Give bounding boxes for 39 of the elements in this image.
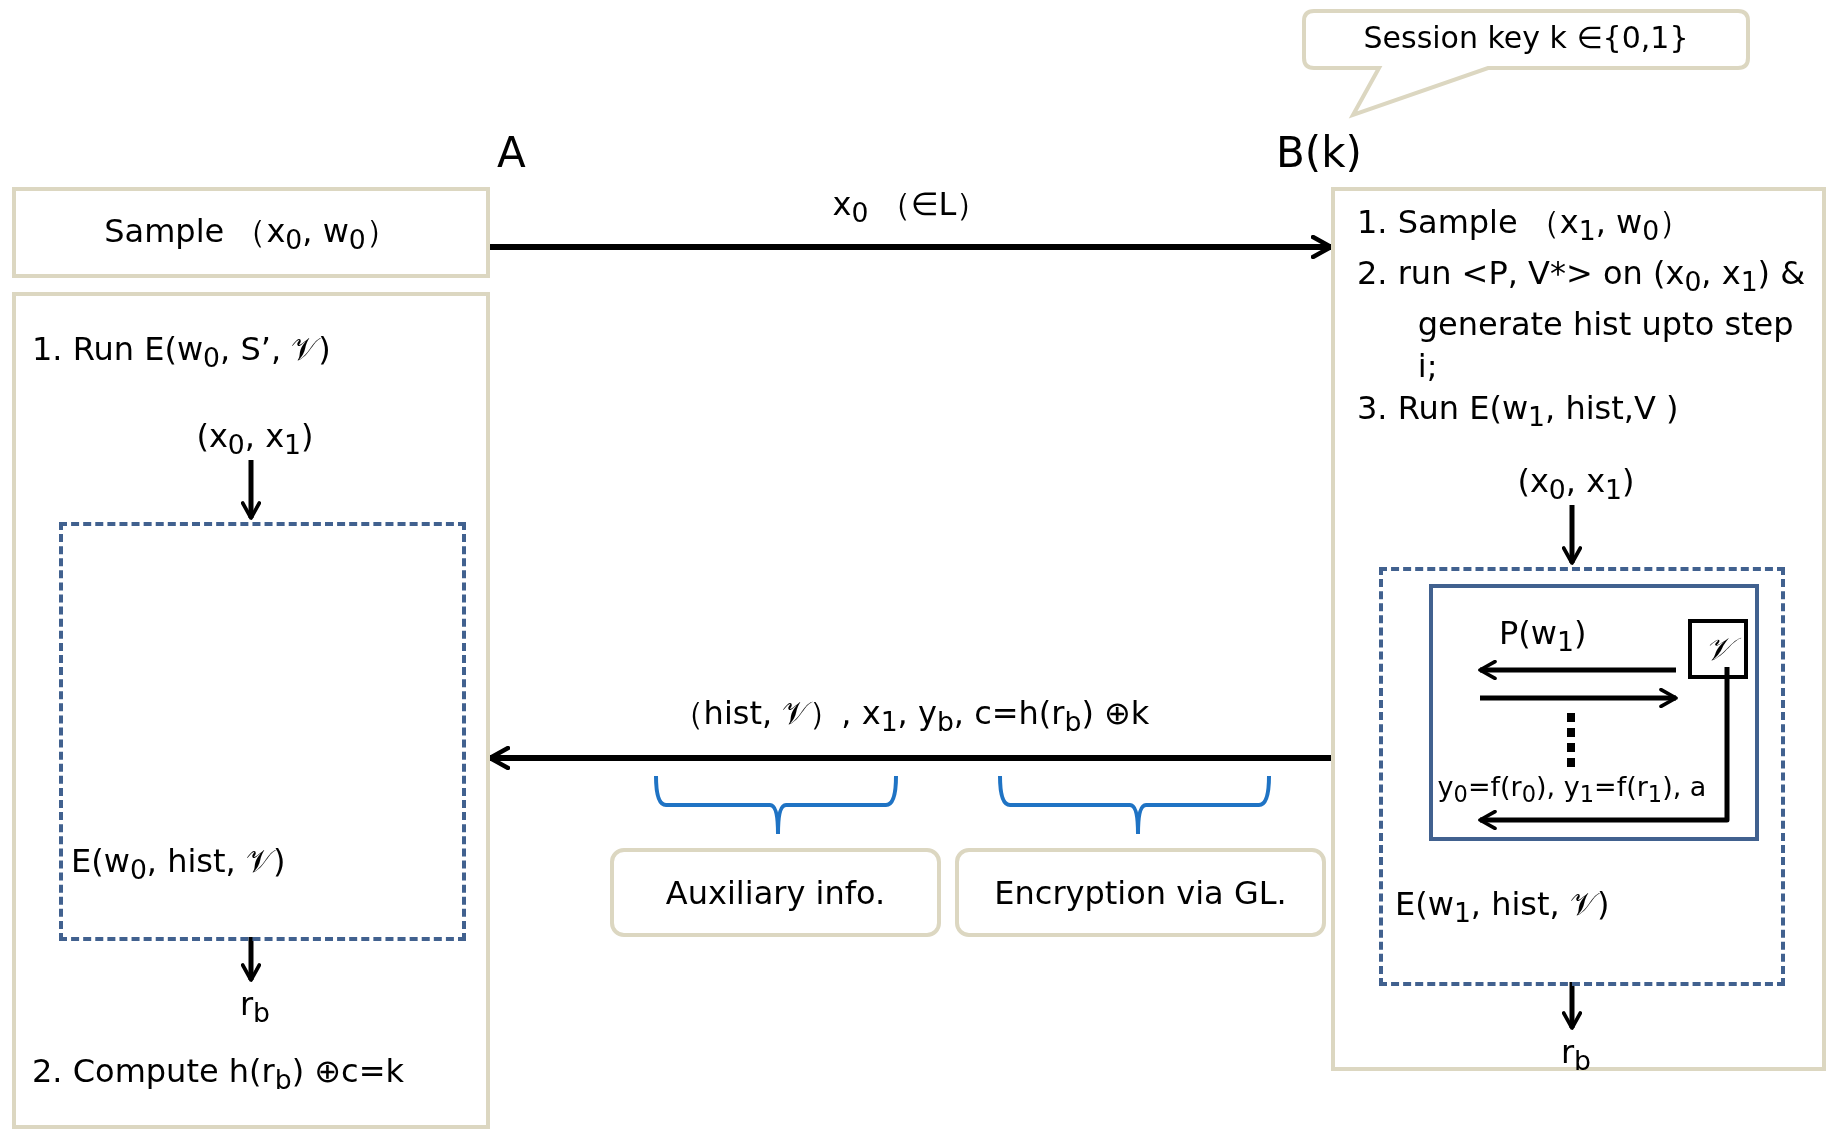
math-label: r$_{b}$ — [230, 984, 280, 1029]
annotation-box — [610, 848, 941, 937]
math-label: (x$_{0}$, x$_{1}$) — [180, 414, 330, 464]
extractor-box — [1379, 567, 1785, 986]
arrow — [1478, 667, 1730, 831]
bubble-text: Session key k ∈{0,1} — [1362, 19, 1690, 57]
step-box — [12, 187, 490, 278]
arrow — [487, 745, 1331, 771]
step-text: Sample （x$_{0}$, w$_{0}$） — [104, 210, 398, 256]
edge-label: x$_{0}$ （∈L） — [832, 183, 989, 230]
step-text: 1. Sample （x$_{1}$, w$_{0}$） — [1357, 202, 1693, 249]
protocol-box — [1429, 584, 1759, 841]
party-label: B(k) — [1276, 128, 1362, 177]
step-text: 2. Compute h(r$_{b}$) ⊕c=k — [32, 1051, 405, 1098]
step-text: 3. Run E(w$_{1}$, hist,V ) — [1357, 388, 1680, 435]
extractor-box — [59, 522, 466, 941]
arrow — [1561, 505, 1583, 565]
arrow — [490, 234, 1334, 260]
arrow — [240, 937, 262, 982]
math-label: (x$_{0}$, x$_{1}$) — [1501, 459, 1651, 509]
prover-label: P(w$_{1}$) — [1499, 613, 1587, 660]
arrow — [240, 460, 262, 520]
party-panel — [1331, 187, 1826, 1071]
arrow — [1480, 687, 1678, 709]
annotation-text: Auxiliary info. — [665, 873, 886, 912]
edge-label: y$_{0}$=f(r$_{0}$), y$_{1}$=f(r$_{1}$), a — [1437, 769, 1707, 809]
party-label: A — [497, 128, 526, 177]
verifier-box: 𝒱 — [1688, 619, 1748, 679]
step-text: 2. run <P, V*> on (x$_{0}$, x$_{1}$) & generate hist upto step i; — [1357, 253, 1807, 388]
edge-label: （hist, 𝒱）, x$_{1}$, y$_{b}$, c=h(r$_{b}$) ⊕k — [671, 692, 1150, 739]
annotation-box — [955, 848, 1326, 937]
annotation-text: Encryption via GL. — [994, 873, 1287, 912]
formula-text: E(w$_{1}$, hist, 𝒱) — [1395, 884, 1610, 931]
arrow — [1561, 982, 1583, 1030]
party-panel — [12, 292, 490, 1129]
formula-text: E(w$_{0}$, hist, 𝒱) — [71, 841, 286, 888]
arrow — [1478, 659, 1676, 681]
math-label: r$_{b}$ — [1551, 1032, 1601, 1077]
step-text: 1. Run E(w$_{0}$, S’, 𝒱) — [32, 329, 331, 376]
